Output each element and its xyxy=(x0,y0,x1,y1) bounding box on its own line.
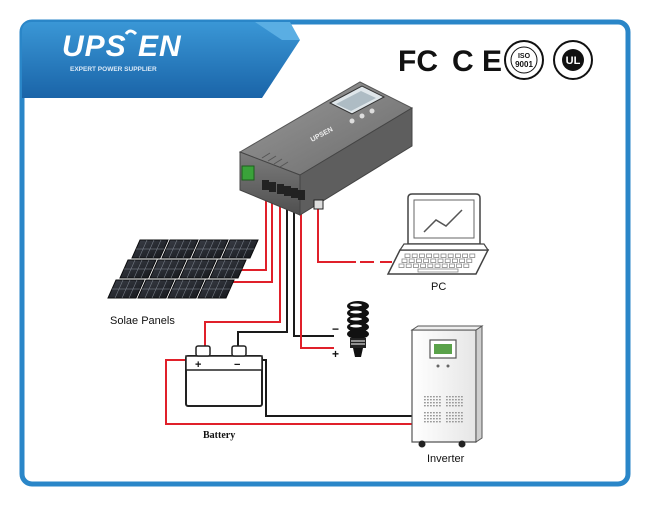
solar-label: Solae Panels xyxy=(110,315,175,327)
svg-text:EN: EN xyxy=(138,30,182,63)
inverter-label: Inverter xyxy=(427,453,465,465)
svg-text:UPS: UPS xyxy=(62,30,127,63)
ce-mark: C E xyxy=(452,45,502,78)
battery-label: Battery xyxy=(203,430,235,441)
battery-plus-sign: + xyxy=(195,359,201,371)
iso-9001-seal: ISO 9001 xyxy=(505,41,543,79)
inverter xyxy=(412,326,482,448)
svg-text:UL: UL xyxy=(566,55,581,67)
svg-text:ISO: ISO xyxy=(518,53,531,60)
upsen-logo: UPS EN xyxy=(62,30,182,63)
battery-minus-sign: − xyxy=(234,359,240,371)
ul-seal: UL xyxy=(554,41,592,79)
load-minus-sign: − xyxy=(332,322,339,336)
pc-label: PC xyxy=(431,281,446,293)
battery xyxy=(186,346,262,406)
certification-badges: FC C E ISO 9001 UL xyxy=(398,41,592,79)
brand-banner: UPS EN EXPERT POWER SUPPLIER xyxy=(22,22,300,98)
load-plus-sign: + xyxy=(332,347,339,361)
controller-connector xyxy=(242,166,254,180)
fc-mark: FC xyxy=(398,45,438,78)
svg-text:9001: 9001 xyxy=(515,60,533,69)
brand-tagline: EXPERT POWER SUPPLIER xyxy=(70,66,157,73)
